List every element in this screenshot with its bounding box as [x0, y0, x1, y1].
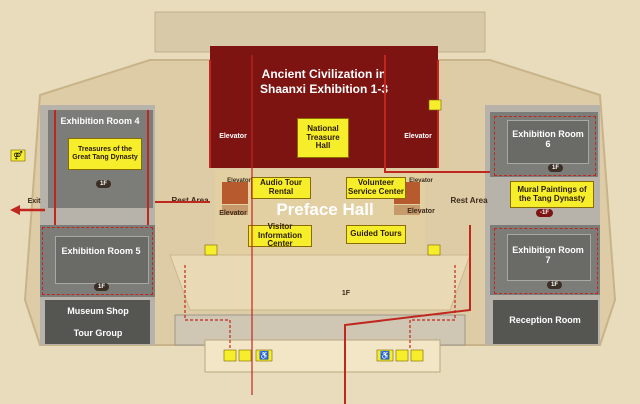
exit-label: Exit	[27, 198, 41, 205]
floor-mark-center: 1F	[341, 290, 351, 297]
room5-floor-badge: 1F	[94, 283, 110, 291]
treasures-great-tang[interactable]: Treasures of the Great Tang Dynasty	[68, 138, 142, 170]
accessible-entrance-icon: ♿	[259, 351, 269, 360]
central-title-line2: Shaanxi Exhibition 1-3	[259, 82, 389, 96]
room5-route	[42, 227, 153, 295]
accessible-entrance-icon-right: ♿	[380, 351, 390, 360]
room7-floor-badge: 1F	[547, 281, 563, 289]
reception-room-area[interactable]	[493, 300, 598, 344]
room6-route	[494, 116, 596, 176]
room7-route	[494, 228, 598, 294]
elevator-preface-2: Elevator	[219, 210, 247, 217]
preface-hall-title: Preface Hall	[276, 200, 374, 219]
museum-shop-label: Museum Shop	[67, 306, 129, 316]
mural-floor-badge: -1F	[536, 209, 553, 217]
elevator-central-right: Elevator	[404, 133, 432, 140]
rest-area-left: Rest Area	[171, 196, 209, 205]
audio-tour-rental[interactable]: Audio Tour Rental	[251, 177, 311, 199]
exit-arrow-icon	[10, 205, 45, 215]
restroom-icon: ⚤	[13, 151, 23, 160]
room7-label: Exhibition Room 7	[512, 245, 584, 266]
tour-group-label: Tour Group	[73, 328, 123, 338]
guided-tours[interactable]: Guided Tours	[346, 225, 406, 244]
room4-label: Exhibition Room 4	[60, 116, 140, 126]
national-treasure-hall[interactable]: National Treasure Hall	[297, 118, 349, 158]
rest-area-right: Rest Area	[450, 196, 488, 205]
room5-label-1: Exhibition Room 5	[61, 246, 141, 256]
room6-floor-badge: 1F	[548, 164, 564, 172]
central-title-line1: Ancient Civilization in	[261, 67, 387, 81]
reception-room-label: Reception Room	[509, 315, 581, 325]
volunteer-service-center[interactable]: Volunteer Service Center	[346, 177, 406, 199]
room6-inner	[507, 120, 589, 164]
room5-inner	[55, 236, 149, 284]
room4-floor-badge: 1F	[96, 180, 112, 188]
museum-shop-area[interactable]	[45, 300, 150, 344]
room6-label: Exhibition Room 6	[512, 129, 584, 150]
visitor-information-center[interactable]: Visitor Information Center	[248, 222, 312, 248]
elevator-central-left: Elevator	[219, 133, 247, 140]
room7-inner	[507, 234, 591, 281]
elevator-preface-4: Elevator	[407, 208, 435, 215]
elevator-preface-3: Elevator	[409, 178, 433, 184]
mural-paintings-tang[interactable]: Mural Paintings of the Tang Dynasty	[510, 181, 594, 208]
elevator-preface-1: Elevator	[227, 178, 251, 184]
